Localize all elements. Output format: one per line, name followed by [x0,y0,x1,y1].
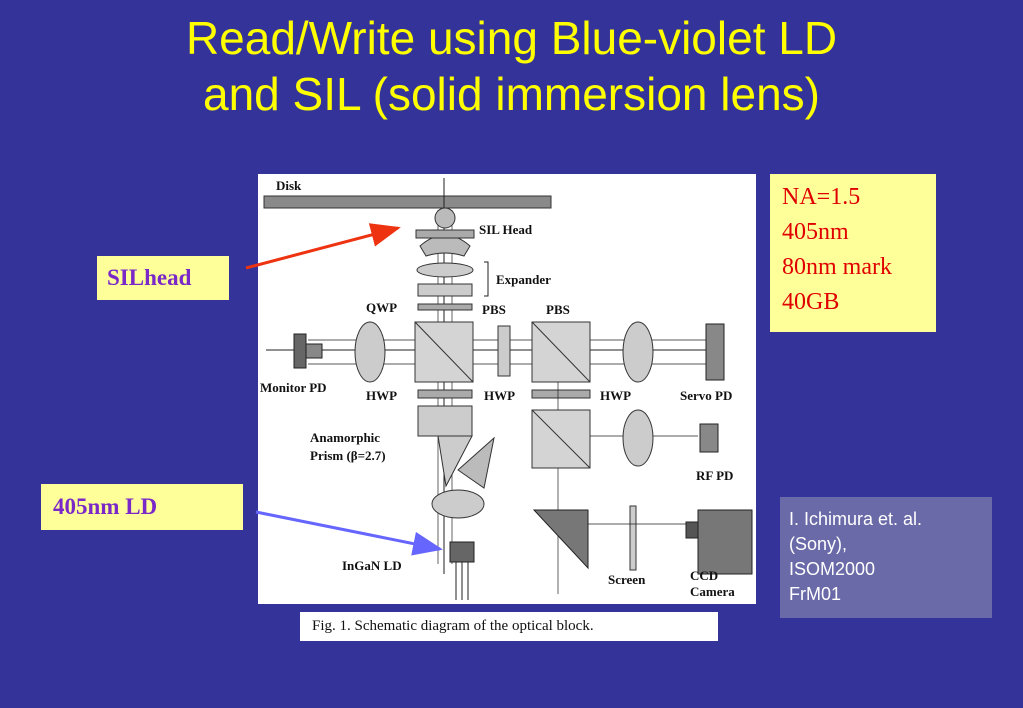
ld-callout: 405nm LD [41,484,243,530]
sil-head-arrow [245,223,401,270]
label-ccd-2: Camera [690,584,735,599]
label-rf-pd: RF PD [696,468,733,483]
monitor-pd-head [305,343,323,359]
label-hwp-3: HWP [600,388,631,403]
label-screen: Screen [608,572,646,587]
hwp-1-plate [417,389,473,399]
ccd-camera-body [697,509,753,575]
mirror-prism [532,509,589,570]
label-ccd-1: CCD [690,568,718,583]
pbs-1-diagonal [414,321,474,383]
sil-head-callout: SILhead [97,256,229,300]
anamorphic-block [417,405,473,437]
label-monitor-pd: Monitor PD [260,380,327,395]
disk-shape [263,195,552,209]
label-servo-pd: Servo PD [680,388,732,403]
sil-mount [415,229,475,239]
spec-line-capacity: 40GB [782,289,840,315]
label-qwp: QWP [366,300,397,315]
anamorphic-prism-2 [457,436,495,489]
label-anamorphic-2: Prism (β=2.7) [310,448,386,463]
hwp-3-plate [531,389,591,399]
expander-lens-2 [417,283,473,297]
label-disk: Disk [276,178,302,193]
reference-box: I. Ichimura et. al. (Sony), ISOM2000 FrM… [780,497,992,618]
specs-box: NA=1.5 405nm 80nm mark 40GB [770,174,936,332]
label-pbs-1: PBS [482,302,506,317]
label-pbs-2: PBS [546,302,570,317]
pbs-3-diagonal [531,409,591,469]
rf-lens [622,409,654,467]
label-sil-head: SIL Head [479,222,533,237]
anamorphic-prism-1 [437,435,473,488]
spec-line-wavelength: 405nm [782,219,849,245]
slide-title: Read/Write using Blue-violet LD and SIL … [0,10,1023,122]
ccd-lens [685,521,699,539]
servo-pd-body [705,323,725,381]
spec-line-na: NA=1.5 [782,184,861,210]
expander-lens-1 [416,262,474,278]
figure-caption: Fig. 1. Schematic diagram of the optical… [300,612,718,641]
pbs-2-diagonal [531,321,591,383]
middle-plate [497,325,511,377]
screen-plate [629,505,637,571]
label-anamorphic-1: Anamorphic [310,430,380,445]
reference-line-3: ISOM2000 [789,559,876,579]
label-hwp-1: HWP [366,388,397,403]
sil-ball [434,207,456,229]
slide-title-line-1: Read/Write using Blue-violet LD [185,12,838,64]
expander-bracket [484,261,489,297]
qwp-plate [417,303,473,311]
ld-arrow [255,510,443,556]
reference-line-1: I. Ichimura et. al. [789,509,923,529]
reference-line-4: FrM01 [789,584,842,604]
rf-pd-body [699,423,719,453]
label-expander: Expander [496,272,551,287]
slide-title-line-2: and SIL (solid immersion lens) [203,68,820,120]
optical-block-diagram: Disk SIL Head Expander QWP PBS PBS Monit… [258,174,756,604]
collimator-lens [431,489,485,519]
spec-line-mark: 80nm mark [782,254,892,280]
reference-line-2: (Sony), [789,534,848,554]
servo-lens [622,321,654,383]
label-hwp-2: HWP [484,388,515,403]
label-ingan-ld: InGaN LD [342,558,402,573]
monitor-lens [354,321,386,383]
diagram-background [258,174,756,604]
